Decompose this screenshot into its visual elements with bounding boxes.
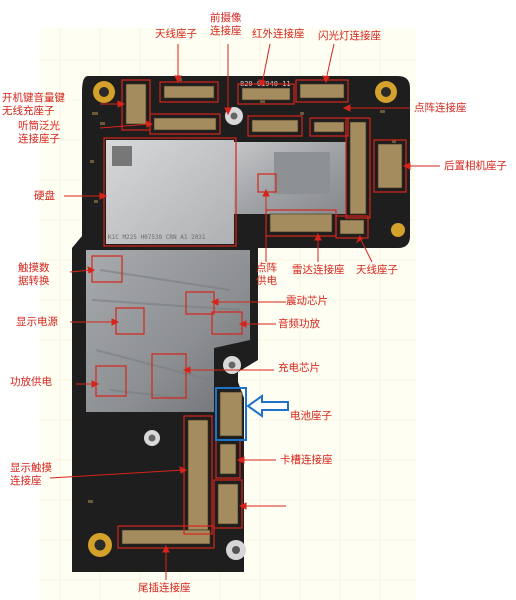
label-power-volume: 开机键音量键 无线充座子 — [2, 92, 65, 117]
connector-antenna-right — [339, 219, 365, 235]
connector-earpiece — [251, 119, 299, 133]
label-display-touch: 显示触摸 连接座 — [10, 462, 52, 487]
label-front-camera: 前摄像 连接座 — [210, 12, 242, 37]
connector-infrared — [241, 87, 291, 101]
main-shield-texture — [91, 269, 241, 401]
label-display-power: 显示电源 — [16, 316, 58, 328]
box-rear-camera-1 — [345, 117, 371, 219]
nand-marking: K1C M225 H07538 CRN A1 2031 — [108, 234, 206, 241]
connector-antenna-top — [163, 85, 215, 99]
box-earpiece — [247, 115, 303, 137]
box-infrared — [237, 83, 295, 105]
battery-arrow — [246, 394, 289, 418]
label-rear-camera: 后置相机座子 — [444, 160, 507, 172]
connector-dot-projector — [313, 121, 345, 133]
label-sim-tray: 卡槽连接座 — [280, 454, 333, 466]
box-display-2 — [213, 479, 243, 529]
connector-rear-camera-1 — [349, 121, 367, 215]
box-antenna-right — [335, 215, 369, 239]
nand-qr-code — [112, 146, 132, 166]
connector-flash — [299, 83, 345, 99]
screw-pads — [88, 81, 405, 560]
connector-power-volume — [125, 83, 147, 125]
box-nand — [103, 137, 237, 247]
label-touch-converter: 触摸数 据转换 — [18, 262, 50, 287]
box-battery-blue — [215, 387, 247, 441]
label-radar-conn: 雷达连接座 — [292, 264, 345, 276]
label-antenna-top: 天线座子 — [155, 28, 197, 40]
label-battery-conn: 电池座子 — [290, 410, 332, 422]
connector-rear-camera-2 — [377, 143, 403, 189]
main-shield — [86, 250, 250, 412]
label-vibration-chip: 震动芯片 — [286, 295, 328, 307]
box-charging — [151, 353, 187, 399]
connector-display-touch — [187, 419, 209, 531]
label-dot-projector-conn: 点阵连接座 — [414, 102, 467, 114]
label-amp-power: 功放供电 — [10, 376, 52, 388]
box-flash — [295, 79, 349, 103]
box-display-touch — [183, 415, 213, 535]
label-nand: 硬盘 — [34, 190, 55, 202]
connector-sim-tray — [219, 443, 237, 475]
label-dot-power: 点阵 供电 — [256, 262, 277, 287]
label-infrared: 红外连接座 — [252, 28, 305, 40]
connector-radar — [269, 213, 333, 233]
label-flash: 闪光灯连接座 — [318, 30, 381, 42]
label-charging-chip: 充电芯片 — [278, 362, 320, 374]
pointer-lines — [49, 43, 440, 580]
label-antenna-right: 天线座子 — [356, 264, 398, 276]
soc-chip — [274, 152, 330, 194]
label-audio-amp: 音频功放 — [278, 318, 320, 330]
label-tail-plug: 尾插连接座 — [138, 582, 191, 594]
connector-display-2 — [217, 483, 239, 525]
connector-battery — [219, 391, 243, 437]
box-antenna-top — [159, 81, 219, 103]
box-dot-projector — [309, 117, 349, 137]
connector-tail — [121, 529, 211, 545]
board-connectors — [121, 83, 403, 545]
connector-front-camera — [153, 117, 217, 131]
label-earpiece-flex: 听筒泛光 连接座子 — [18, 120, 60, 145]
box-amp-power — [95, 365, 127, 397]
